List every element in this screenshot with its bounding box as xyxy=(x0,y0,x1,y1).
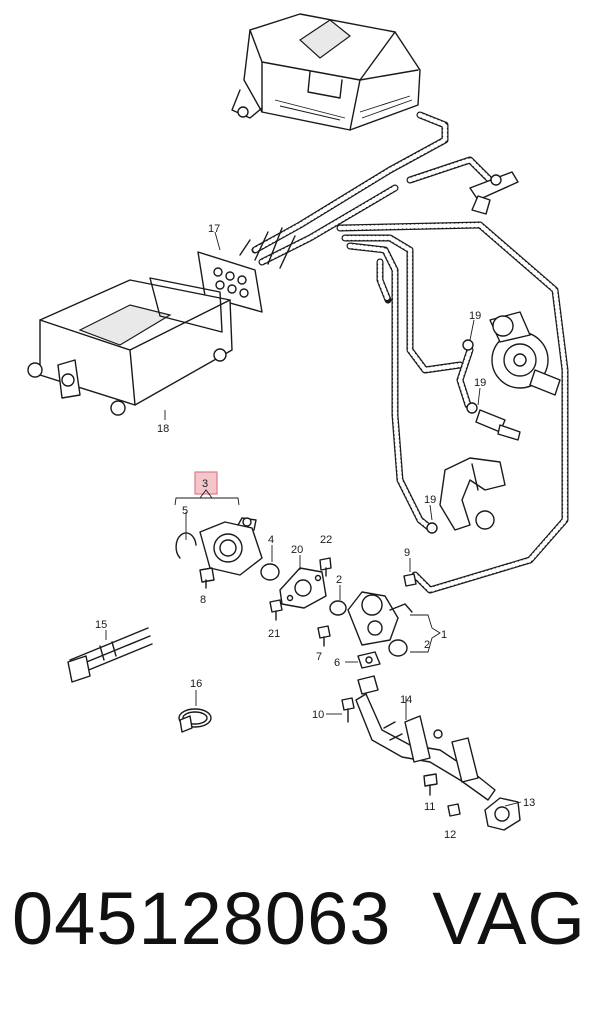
bolt-10 xyxy=(341,697,355,723)
clip-9 xyxy=(403,573,417,587)
callout-16: 16 xyxy=(190,678,202,690)
hose-t-connector xyxy=(469,171,519,215)
callout-1: 1 xyxy=(441,629,447,641)
bolt-21 xyxy=(269,599,283,621)
bolt xyxy=(199,567,215,589)
seal-ring-2 xyxy=(329,600,347,616)
hose-clamp xyxy=(178,708,212,733)
leader-17 xyxy=(214,231,221,251)
bracket-3 xyxy=(174,497,240,506)
callout-7: 7 xyxy=(316,651,322,663)
flange-gasket xyxy=(279,567,327,609)
gasket-13 xyxy=(484,797,521,831)
seal-ring-2b xyxy=(388,639,408,657)
callout-10: 10 xyxy=(312,709,324,721)
intake-pipe-elbow xyxy=(426,457,506,534)
callout-18: 18 xyxy=(157,423,169,435)
leader-19b xyxy=(477,387,481,406)
bolt-7 xyxy=(317,625,331,647)
egr-valve-housing xyxy=(199,517,263,576)
leader-19a xyxy=(469,319,475,341)
callout-12: 12 xyxy=(444,829,456,841)
control-unit xyxy=(27,277,233,416)
vacuum-hoses xyxy=(251,111,569,594)
seal-ring xyxy=(260,563,280,581)
callout-19-upper: 19 xyxy=(469,310,481,322)
callout-14: 14 xyxy=(400,694,412,706)
callout-6: 6 xyxy=(334,657,340,669)
brand-name: VAG xyxy=(432,877,586,960)
leader-13 xyxy=(504,801,522,807)
callout-9: 9 xyxy=(404,547,410,559)
air-filter-housing xyxy=(231,13,421,131)
callout-4: 4 xyxy=(268,534,274,546)
nut-12 xyxy=(447,803,461,817)
callout-19-lower: 19 xyxy=(424,494,436,506)
callout-11: 11 xyxy=(424,801,435,813)
callout-15: 15 xyxy=(95,619,107,631)
callout-2-upper: 2 xyxy=(336,574,342,586)
callout-22: 22 xyxy=(320,534,332,546)
turbocharger xyxy=(489,311,561,396)
callout-21: 21 xyxy=(268,628,280,640)
part-info-footer: 045128063 VAG xyxy=(0,880,600,990)
exploded-parts-diagram: 17 18 19 19 19 3 5 4 20 22 9 2 8 21 2 1 … xyxy=(27,13,569,841)
callout-2-lower: 2 xyxy=(424,639,430,651)
bracket-3-peak xyxy=(199,489,213,499)
bolt-11 xyxy=(423,773,438,796)
callout-3: 3 xyxy=(202,478,208,490)
bracket-1 xyxy=(410,614,441,653)
callout-8: 8 xyxy=(200,594,206,606)
callout-5: 5 xyxy=(182,505,188,517)
callout-3-highlight xyxy=(194,471,218,495)
callout-19-middle: 19 xyxy=(474,377,486,389)
egr-pipe xyxy=(355,675,496,801)
part-number: 045128063 xyxy=(12,877,392,960)
wiring-harness xyxy=(67,627,153,683)
leader-19c xyxy=(429,504,433,521)
callout-20: 20 xyxy=(291,544,303,556)
callout-13: 13 xyxy=(523,797,535,809)
o-ring xyxy=(175,532,197,559)
egr-cooler-valve xyxy=(347,591,413,646)
bolt-22 xyxy=(319,557,332,577)
callout-17: 17 xyxy=(208,223,220,235)
gasket-6 xyxy=(357,651,381,669)
hose-clamp-valve xyxy=(462,339,521,441)
